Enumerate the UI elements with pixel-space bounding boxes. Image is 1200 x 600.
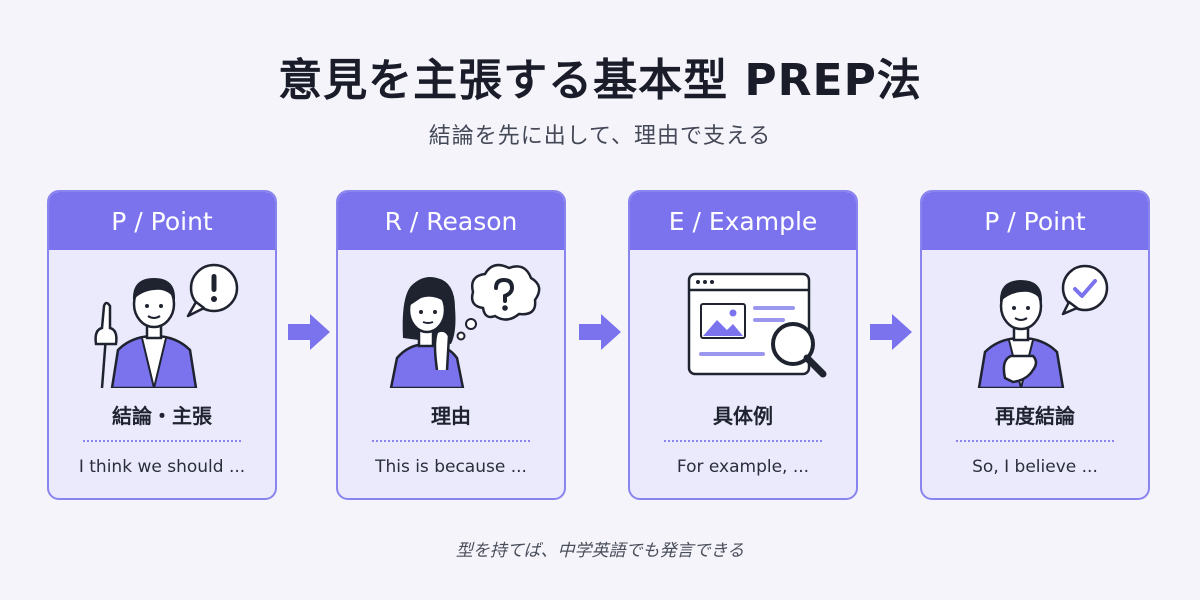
dotted-divider: [83, 440, 241, 442]
page-title: 意見を主張する基本型 PREP法: [278, 55, 922, 106]
arrow-right-icon: [288, 314, 330, 350]
dotted-divider: [956, 440, 1114, 442]
step-card-reason: R / Reason 理由 This is because ...: [336, 190, 566, 500]
step-card-example: E / Example 具体例 For example, ...: [628, 190, 858, 500]
step-label: 理由: [431, 404, 471, 428]
step-phrase: So, I believe ...: [972, 457, 1098, 477]
step-label: 結論・主張: [112, 404, 212, 428]
person-check-icon: [922, 258, 1148, 388]
footer-note: 型を持てば、中学英語でも発言できる: [455, 541, 745, 561]
step-phrase: This is because ...: [375, 457, 527, 477]
step-header: R / Reason: [338, 192, 564, 250]
arrow-right-icon: [579, 314, 621, 350]
step-label: 具体例: [713, 404, 773, 428]
step-header: E / Example: [630, 192, 856, 250]
step-header: P / Point: [922, 192, 1148, 250]
dotted-divider: [664, 440, 822, 442]
person-pointing-icon: [49, 258, 275, 388]
page-subtitle: 結論を先に出して、理由で支える: [428, 124, 772, 149]
person-thinking-icon: [338, 258, 564, 388]
step-card-point-again: P / Point 再度結論 So, I believe ...: [920, 190, 1150, 500]
step-phrase: For example, ...: [676, 457, 810, 477]
step-phrase: I think we should ...: [78, 457, 246, 477]
arrow-right-icon: [870, 314, 912, 350]
step-card-point: P / Point 結論・主張 I think we should ...: [47, 190, 277, 500]
step-header: P / Point: [49, 192, 275, 250]
browser-magnifier-icon: [630, 258, 856, 388]
step-label: 再度結論: [995, 404, 1075, 428]
dotted-divider: [372, 440, 530, 442]
